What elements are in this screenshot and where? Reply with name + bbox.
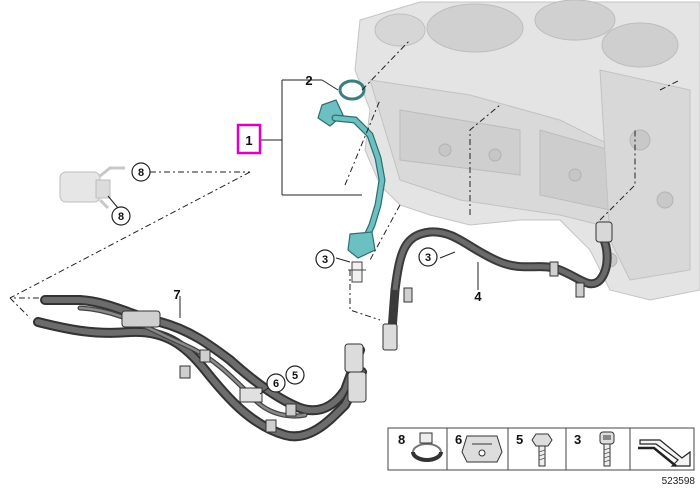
hose-bundle-7 — [33, 295, 398, 442]
arrow-down-right-icon[interactable] — [638, 439, 691, 467]
label-part-6: 6 — [273, 378, 279, 390]
label-part-8a: 8 — [138, 167, 144, 179]
label-part-7[interactable]: 7 — [173, 287, 180, 302]
hose-4 — [387, 221, 613, 331]
spring-nut-icon — [461, 435, 503, 463]
legend-item-6[interactable]: 6 — [455, 432, 503, 463]
leader-lines — [9, 39, 681, 395]
legend-num-5: 5 — [516, 432, 523, 447]
label-part-2[interactable]: 2 — [305, 73, 312, 88]
diagram-reference-number: 523598 — [662, 476, 696, 487]
label-part-4[interactable]: 4 — [474, 289, 482, 304]
callout-part-5[interactable]: 5 — [285, 365, 305, 385]
socket-bolt-icon — [599, 431, 615, 467]
legend-num-6: 6 — [455, 432, 462, 447]
selected-part-box[interactable] — [236, 123, 262, 155]
legend-item-5[interactable]: 5 — [516, 432, 553, 467]
legend-num-3: 3 — [574, 432, 581, 447]
engine-block — [354, 0, 700, 301]
label-part-3b: 3 — [425, 252, 431, 264]
highlighted-oil-pipe[interactable] — [317, 79, 386, 259]
callout-part-6[interactable]: 6 — [266, 373, 286, 393]
filter-housing — [59, 166, 125, 210]
legend-item-3[interactable]: 3 — [574, 431, 615, 467]
callout-part-8b[interactable]: 8 — [111, 206, 131, 226]
callout-part-3b[interactable]: 3 — [418, 247, 438, 267]
pipe-fitting — [348, 261, 366, 283]
label-part-8b: 8 — [118, 211, 124, 223]
hose-clamp-icon — [411, 432, 443, 462]
hex-bolt-icon — [531, 433, 553, 467]
fastener-legend: 8 6 5 3 — [387, 427, 695, 471]
legend-num-8: 8 — [398, 432, 405, 447]
callout-part-8a[interactable]: 8 — [131, 162, 151, 182]
label-part-1[interactable]: 1 — [245, 133, 252, 148]
callout-part-3a[interactable]: 3 — [315, 249, 335, 269]
legend-item-8[interactable]: 8 — [398, 432, 443, 462]
label-part-3a: 3 — [322, 254, 328, 266]
label-part-5: 5 — [292, 370, 298, 382]
